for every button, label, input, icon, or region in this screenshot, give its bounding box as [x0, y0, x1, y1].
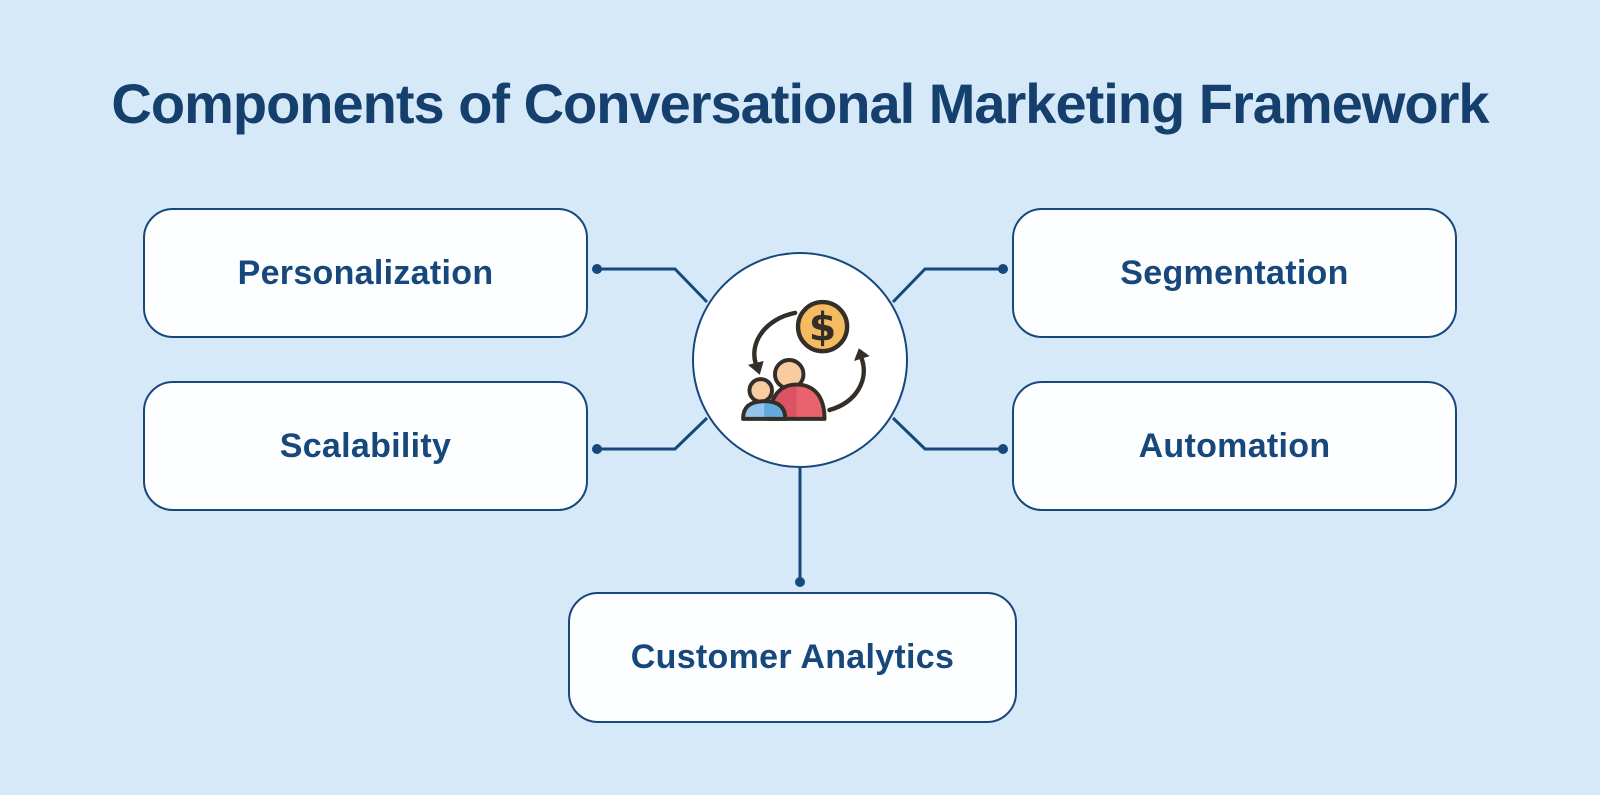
node-scalability: Scalability	[143, 381, 588, 511]
node-customer-analytics: Customer Analytics	[568, 592, 1017, 723]
connector-scalability	[592, 416, 709, 454]
dollar-coin-icon: $	[795, 299, 850, 354]
small-person-body	[741, 399, 788, 421]
node-automation-label: Automation	[1138, 426, 1331, 465]
connector-segmentation	[891, 264, 1008, 304]
connector-personalization	[592, 264, 709, 304]
cycle-arrow-right-icon	[827, 348, 870, 413]
customers-money-cycle-icon: $	[741, 299, 870, 421]
small-person-head	[747, 377, 774, 404]
node-scalability-label: Scalability	[279, 426, 452, 465]
dollar-sign: $	[809, 305, 836, 350]
customers-icon	[741, 358, 827, 421]
node-segmentation: Segmentation	[1012, 208, 1457, 338]
node-automation: Automation	[1012, 381, 1457, 511]
node-personalization-label: Personalization	[237, 253, 494, 292]
node-personalization: Personalization	[143, 208, 588, 338]
connector-customer-analytics	[795, 468, 805, 587]
connector-automation	[891, 416, 1008, 454]
page-title: Components of Conversational Marketing F…	[111, 72, 1489, 135]
central-hub-circle: $	[692, 252, 908, 468]
node-segmentation-label: Segmentation	[1120, 253, 1349, 292]
cycle-arrow-left-icon	[747, 310, 798, 375]
node-customer-analytics-label: Customer Analytics	[630, 638, 955, 676]
